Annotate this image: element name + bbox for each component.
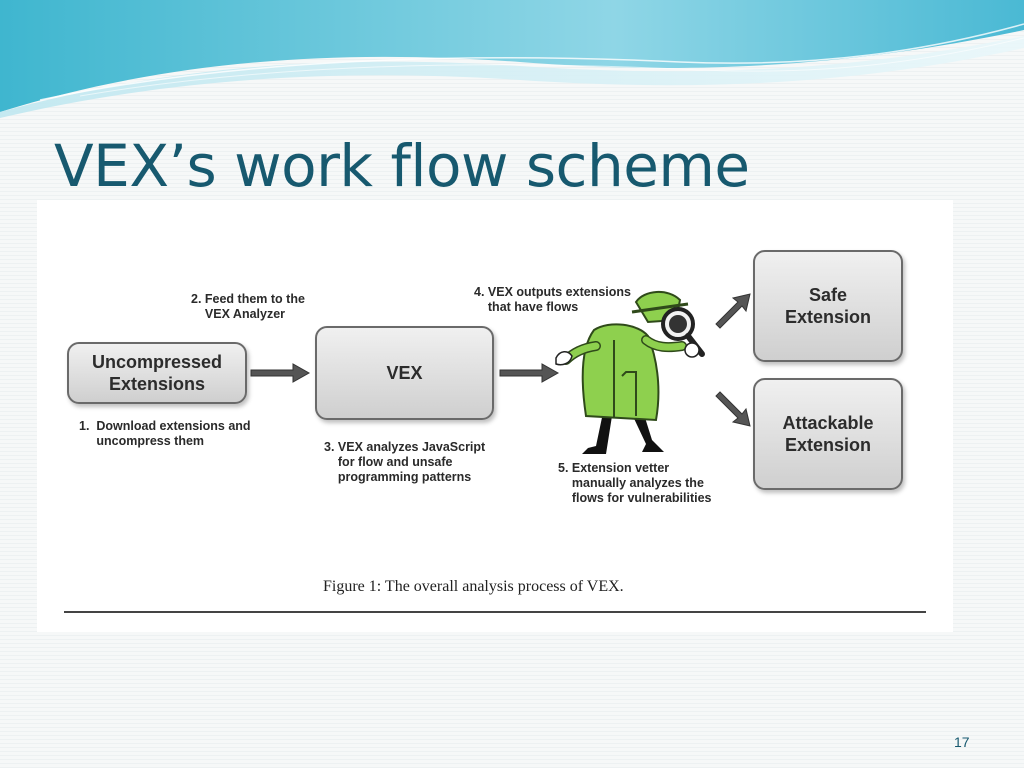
uncompressed-extensions-box: Uncompressed Extensions	[67, 342, 247, 404]
uncompressed-extensions-label: Uncompressed Extensions	[91, 352, 223, 394]
step-1-note: 1. Download extensions and uncompress th…	[79, 419, 251, 448]
step-5-note: 5. Extension vetter manually analyzes th…	[558, 461, 712, 505]
arrow-to-safe-icon	[715, 293, 751, 329]
arrow-to-vex-icon	[250, 363, 311, 383]
page-number: 17	[954, 734, 970, 750]
header-wave-decoration	[0, 0, 1024, 118]
step-3-note: 3. VEX analyzes JavaScript for flow and …	[324, 440, 486, 484]
figure-caption: Figure 1: The overall analysis process o…	[323, 578, 624, 595]
arrow-to-vetter-icon	[499, 363, 560, 383]
slide-title: VEX’s work flow scheme	[54, 132, 750, 200]
detective-magnifier-icon	[555, 291, 705, 454]
step-4-note: 4. VEX outputs extensions that have flow…	[474, 285, 631, 314]
step-2-note: 2. Feed them to the VEX Analyzer	[191, 292, 305, 321]
vex-box: VEX	[315, 326, 494, 420]
safe-extension-box: Safe Extension	[753, 250, 903, 362]
caption-divider	[64, 611, 926, 613]
safe-extension-label: Safe Extension	[784, 285, 872, 327]
vex-label: VEX	[386, 363, 423, 383]
attackable-extension-label: Attackable Extension	[782, 413, 874, 455]
arrow-to-attackable-icon	[715, 391, 751, 427]
attackable-extension-box: Attackable Extension	[753, 378, 903, 490]
